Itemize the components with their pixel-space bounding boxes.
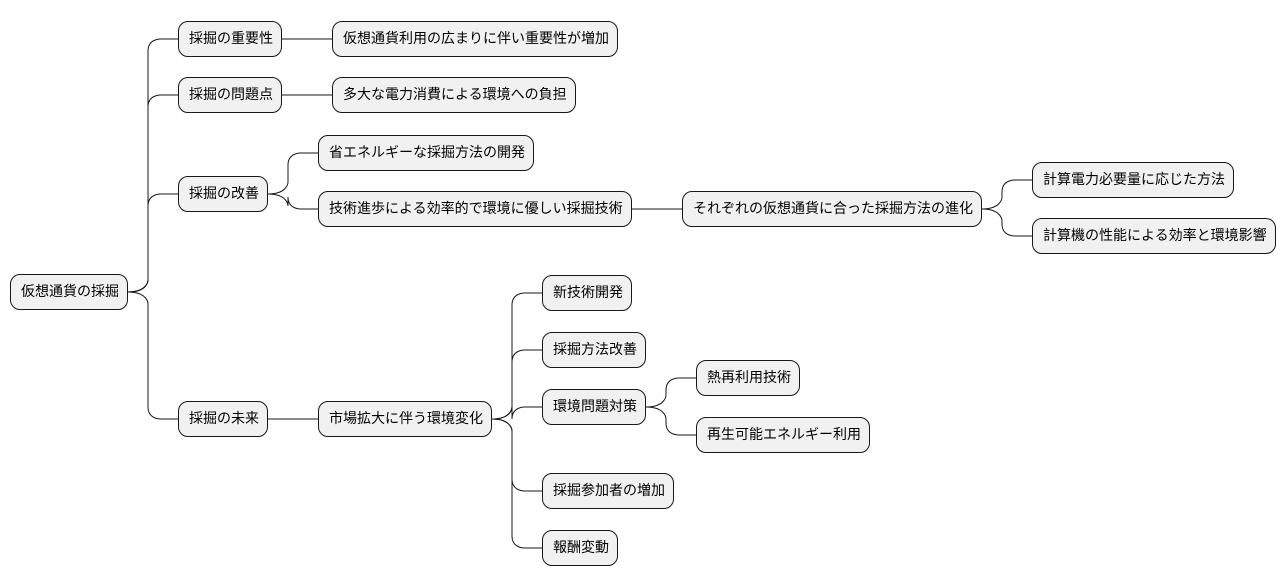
edge-root-node-to-node-importance	[127, 38, 178, 293]
node-tech-progress: 技術進歩による効率的で環境に優しい採掘技術	[318, 191, 632, 227]
node-future: 採掘の未来	[178, 401, 268, 437]
node-renewable: 再生可能エネルギー利用	[696, 417, 870, 453]
edge-node-improvement-to-node-energy-saving	[267, 152, 318, 195]
edge-node-evolution-to-node-calc-machine	[981, 208, 1032, 237]
root-node: 仮想通貨の採掘	[10, 274, 128, 310]
edge-node-evolution-to-node-calc-power	[981, 179, 1032, 210]
node-energy-saving: 省エネルギーな採掘方法の開発	[318, 135, 534, 171]
node-improvement: 採掘の改善	[178, 176, 268, 212]
node-reward: 報酬変動	[542, 530, 618, 566]
edge-node-env-measures-to-node-renewable	[645, 406, 696, 436]
node-participants: 採掘参加者の増加	[542, 473, 674, 509]
node-heat-reuse: 熱再利用技術	[696, 360, 800, 396]
node-calc-machine: 計算機の性能による効率と環境影響	[1032, 218, 1276, 254]
node-importance-detail: 仮想通貨利用の広まりに伴い重要性が増加	[332, 21, 618, 57]
node-problems-detail: 多大な電力消費による環境への負担	[332, 77, 576, 113]
node-env-measures: 環境問題対策	[542, 389, 646, 425]
edge-root-node-to-node-improvement	[127, 193, 178, 293]
node-new-tech: 新技術開発	[542, 275, 632, 311]
edge-node-market-to-node-env-measures	[491, 406, 542, 420]
edge-node-env-measures-to-node-heat-reuse	[645, 377, 696, 408]
edge-node-market-to-node-participants	[491, 418, 542, 492]
edge-root-node-to-node-future	[127, 291, 178, 420]
node-evolution: それぞれの仮想通貨に合った採掘方法の進化	[682, 191, 982, 227]
node-calc-power: 計算電力必要量に応じた方法	[1032, 162, 1234, 198]
node-importance: 採掘の重要性	[178, 21, 282, 57]
edge-node-market-to-node-reward	[491, 418, 542, 549]
edge-node-improvement-to-node-tech-progress	[267, 193, 318, 210]
edge-node-market-to-node-new-tech	[491, 292, 542, 420]
node-method-improve: 採掘方法改善	[542, 332, 646, 368]
node-market: 市場拡大に伴う環境変化	[318, 401, 492, 437]
node-problems: 採掘の問題点	[178, 77, 282, 113]
